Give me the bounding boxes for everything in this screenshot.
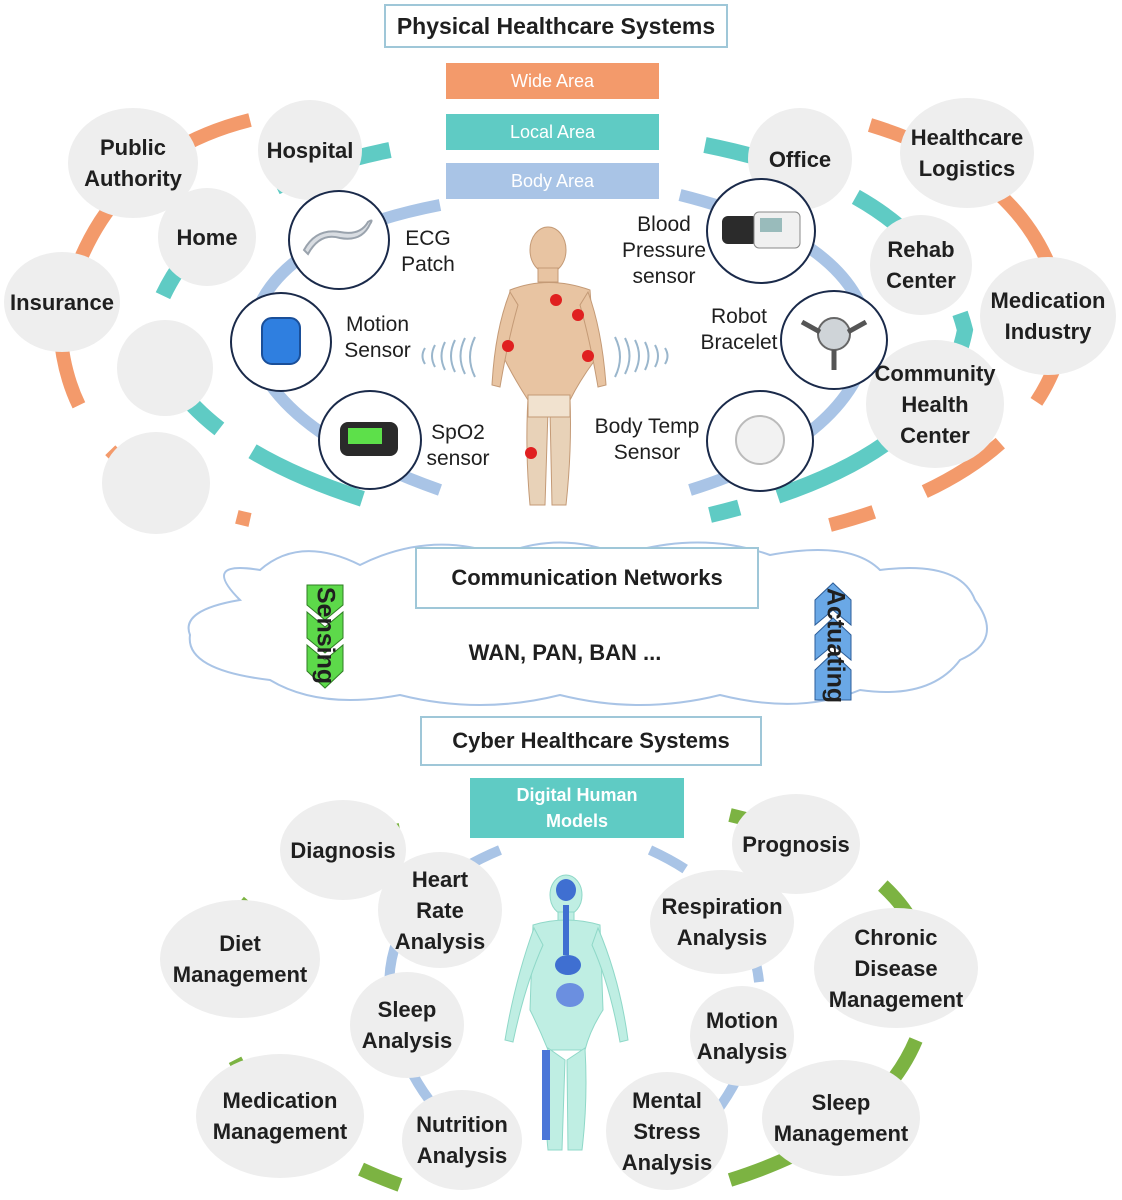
body-temp-sensor-icon — [735, 415, 785, 465]
inner-motion-analysis: Motion Analysis — [690, 986, 794, 1086]
place-healthcare-logistics: Healthcare Logistics — [900, 98, 1034, 208]
place-rehab-center: Rehab Center — [870, 215, 972, 315]
physical-human-figure — [491, 226, 607, 506]
network-types: WAN, PAN, BAN ... — [468, 640, 662, 665]
digital-human-organs — [542, 879, 584, 1140]
inner-nutrition-analysis: Nutrition Analysis — [402, 1090, 522, 1190]
robot-bracelet-label: Robot Bracelet — [700, 305, 778, 354]
outer-chronic-disease-management: Chronic Disease Management — [814, 908, 978, 1028]
body-temp-sensor-label: Body Temp Sensor — [594, 415, 700, 464]
sensing-arrows — [306, 584, 344, 689]
place-hospital: Hospital — [258, 100, 362, 200]
place-community-health-center: Community Health Center — [866, 340, 1004, 468]
spo2-sensor — [318, 390, 422, 490]
outer-diet-management: Diet Management — [160, 900, 320, 1018]
digital-human-models-box: Digital Human Models — [470, 778, 684, 838]
digital-human-models-label: Digital Human Models — [516, 785, 638, 831]
local-area-band: Local Area — [446, 114, 659, 150]
body-temp-sensor — [706, 390, 814, 492]
outer-diagnosis: Diagnosis — [280, 800, 406, 900]
decor-bubble-1 — [117, 320, 213, 416]
ecg-patch-sensor — [288, 190, 390, 290]
outer-sleep-management: Sleep Management — [762, 1060, 920, 1176]
actuating-label: Actuating — [821, 587, 850, 704]
blood-pressure-monitor-icon — [722, 211, 801, 249]
ecg-patch-icon — [302, 219, 373, 256]
actuating-arrows — [814, 582, 852, 701]
body-sensor-dots — [502, 294, 594, 459]
body-area-band: Body Area — [446, 163, 659, 199]
blood-pressure-sensor-label: Blood Pressure sensor — [621, 213, 707, 288]
left-wave-marks — [421, 336, 476, 378]
decor-bubble-2 — [102, 432, 210, 534]
sensing-label: Sensing — [311, 586, 340, 685]
motion-sensor-icon — [261, 317, 301, 365]
physical-systems-title: Physical Healthcare Systems — [384, 4, 728, 48]
motion-sensor — [230, 292, 332, 392]
inner-heart-rate-analysis: Heart Rate Analysis — [378, 852, 502, 968]
robot-bracelet — [780, 290, 888, 390]
place-home: Home — [158, 188, 256, 286]
blood-pressure-sensor — [706, 178, 816, 284]
robot-bracelet-icon — [800, 317, 868, 370]
wide-area-band: Wide Area — [446, 63, 659, 99]
place-insurance: Insurance — [4, 252, 120, 352]
motion-sensor-label: Motion Sensor — [344, 313, 411, 362]
spo2-sensor-icon — [340, 422, 398, 456]
local-area-arc-right — [703, 137, 974, 523]
network-cloud — [187, 541, 988, 706]
inner-sleep-analysis: Sleep Analysis — [350, 972, 464, 1078]
spo2-sensor-label: SpO2 sensor — [426, 421, 490, 470]
ecg-patch-label: ECG Patch — [401, 227, 455, 276]
inner-mental-stress-analysis: Mental Stress Analysis — [606, 1072, 728, 1190]
inner-respiration-analysis: Respiration Analysis — [650, 870, 794, 974]
cyber-systems-title: Cyber Healthcare Systems — [420, 716, 762, 766]
outer-medication-management: Medication Management — [196, 1054, 364, 1178]
place-medication-industry: Medication Industry — [980, 257, 1116, 375]
communication-networks-title: Communication Networks — [415, 547, 759, 609]
right-wave-marks — [614, 336, 669, 378]
